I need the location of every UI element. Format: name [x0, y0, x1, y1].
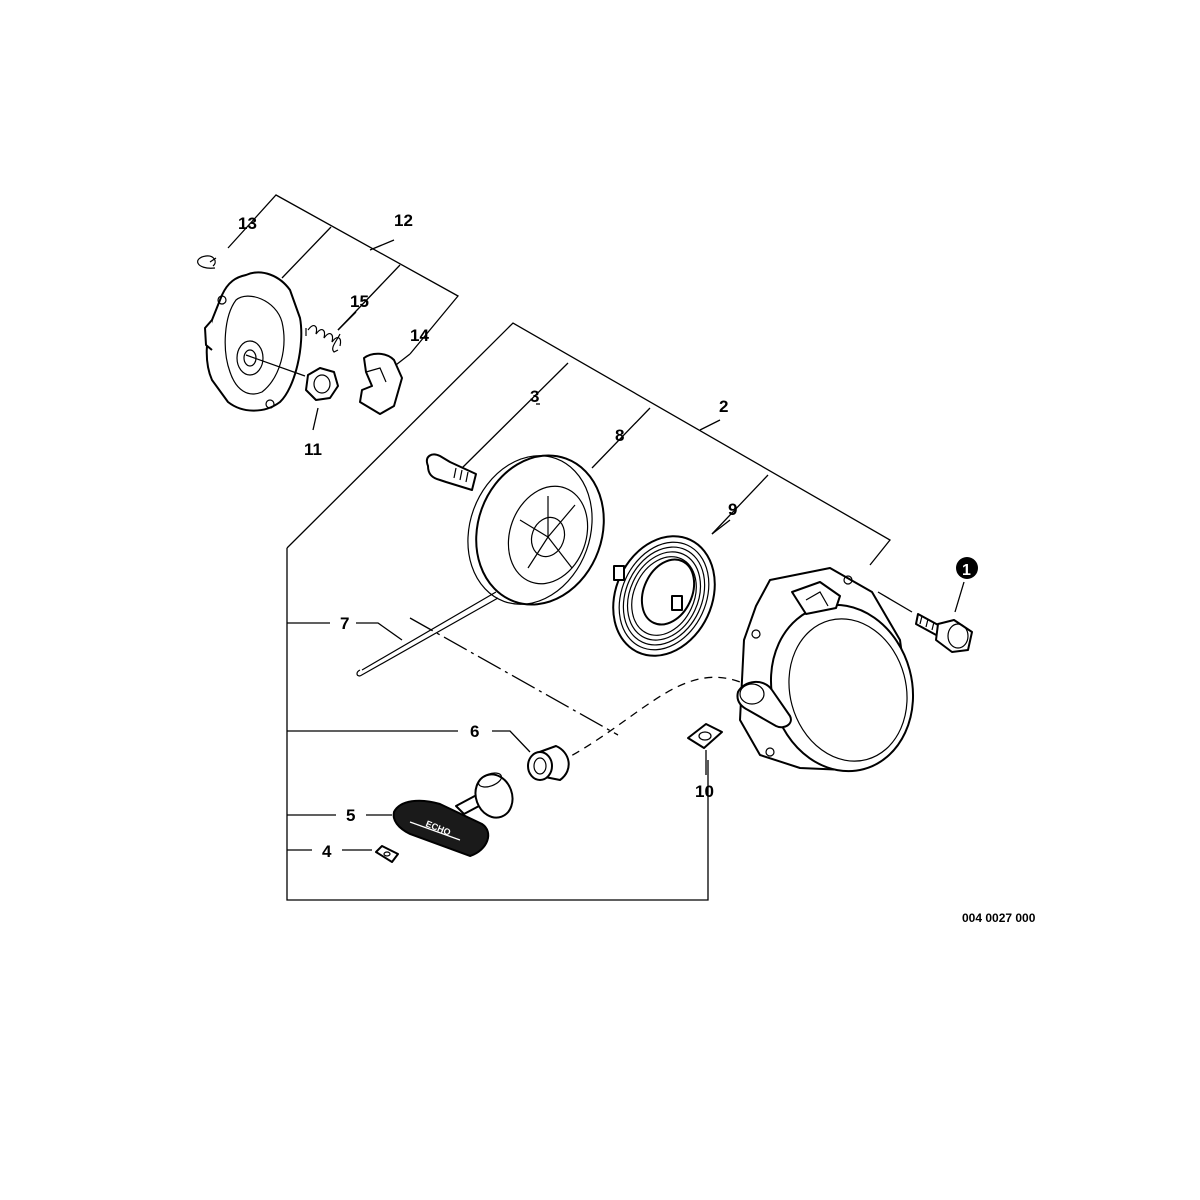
callout-15: 15 — [350, 292, 369, 311]
starter-cover-part — [736, 567, 915, 773]
callout-14: 14 — [410, 326, 429, 345]
handle-insert-part — [375, 845, 399, 863]
e-clip-part — [197, 255, 217, 269]
square-nut-part — [687, 723, 723, 749]
callout-8: 8 — [615, 426, 624, 445]
callout-1: 1 — [962, 562, 971, 579]
rope-guide-bushing-part — [527, 745, 570, 781]
callout-12: 12 — [394, 211, 413, 230]
ratchet-housing-part — [204, 271, 306, 412]
starter-rope-part — [356, 591, 499, 677]
callout-1-badge — [956, 557, 978, 579]
cover-bolt-part — [915, 613, 973, 653]
rope-reel-part — [467, 454, 605, 606]
callout-4: 4 — [322, 842, 332, 861]
leader-lines — [227, 194, 965, 901]
callout-6: 6 — [470, 722, 479, 741]
callout-9: 9 — [728, 500, 737, 519]
callout-13: 13 — [238, 214, 257, 233]
reel-screw-part — [426, 453, 477, 491]
drawing-code: 004 0027 000 — [962, 911, 1036, 925]
starter-handle-part: ECHO — [392, 772, 514, 858]
hex-nut-part — [305, 367, 339, 401]
callout-10: 10 — [695, 782, 714, 801]
callout-5: 5 — [346, 806, 355, 825]
callout-11: 11 — [304, 440, 322, 459]
ratchet-spring-part — [305, 325, 342, 353]
callout-labels: 13 12 15 14 11 3 2 8 9 7 6 5 4 10 1 — [238, 211, 978, 861]
recoil-spring-part — [612, 535, 716, 657]
callout-3: 3 — [530, 387, 539, 406]
callout-2: 2 — [719, 397, 728, 416]
callout-7: 7 — [340, 614, 349, 633]
ratchet-pawl-part — [359, 352, 403, 415]
